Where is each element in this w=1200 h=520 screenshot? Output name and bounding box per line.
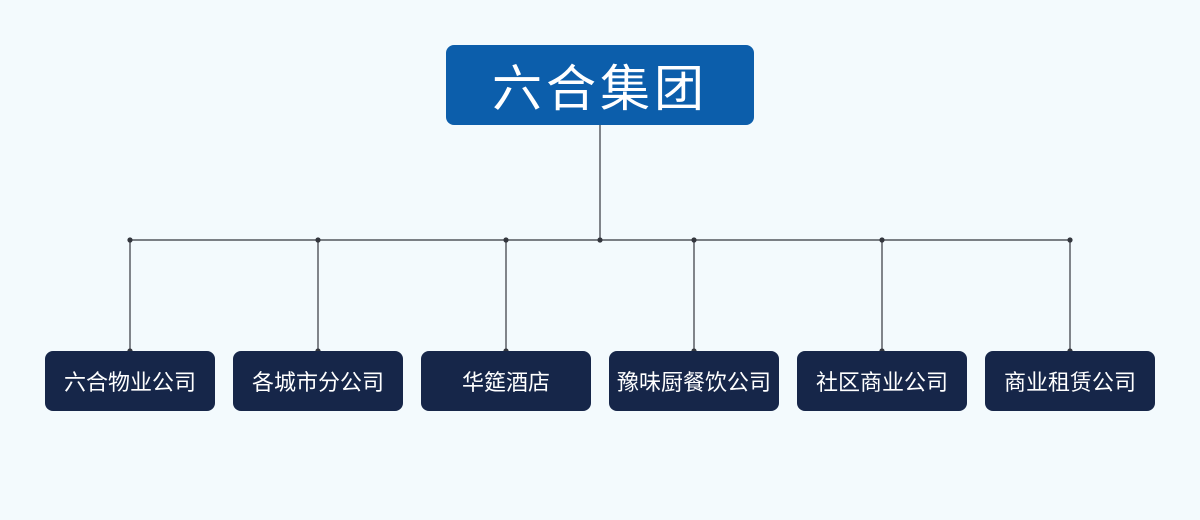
child-node-label: 商业租赁公司 xyxy=(1003,371,1136,396)
connector-dot xyxy=(691,237,697,243)
connector-dot xyxy=(1067,237,1073,243)
child-node-label: 社区商业公司 xyxy=(815,371,948,396)
bus-junction-dot xyxy=(597,237,603,243)
child-node-city-branches: 各城市分公司 xyxy=(233,351,403,411)
connector-dot xyxy=(315,237,321,243)
child-node-label: 各城市分公司 xyxy=(251,371,384,396)
child-node-label: 六合物业公司 xyxy=(63,371,196,396)
child-node-commercial-leasing: 商业租赁公司 xyxy=(985,351,1155,411)
connector-dot xyxy=(879,237,885,243)
root-node: 六合集团 xyxy=(446,45,754,125)
child-node-property: 六合物业公司 xyxy=(45,351,215,411)
child-node-label: 豫味厨餐饮公司 xyxy=(616,371,771,396)
child-node-community-commerce: 社区商业公司 xyxy=(797,351,967,411)
connector-dot xyxy=(503,237,509,243)
child-connectors xyxy=(127,237,1073,354)
connector-dot xyxy=(127,237,133,243)
child-node-label: 华筵酒店 xyxy=(461,371,550,396)
child-node-hotel: 华筵酒店 xyxy=(421,351,591,411)
child-node-catering: 豫味厨餐饮公司 xyxy=(609,351,779,411)
root-node-label: 六合集团 xyxy=(492,60,708,118)
